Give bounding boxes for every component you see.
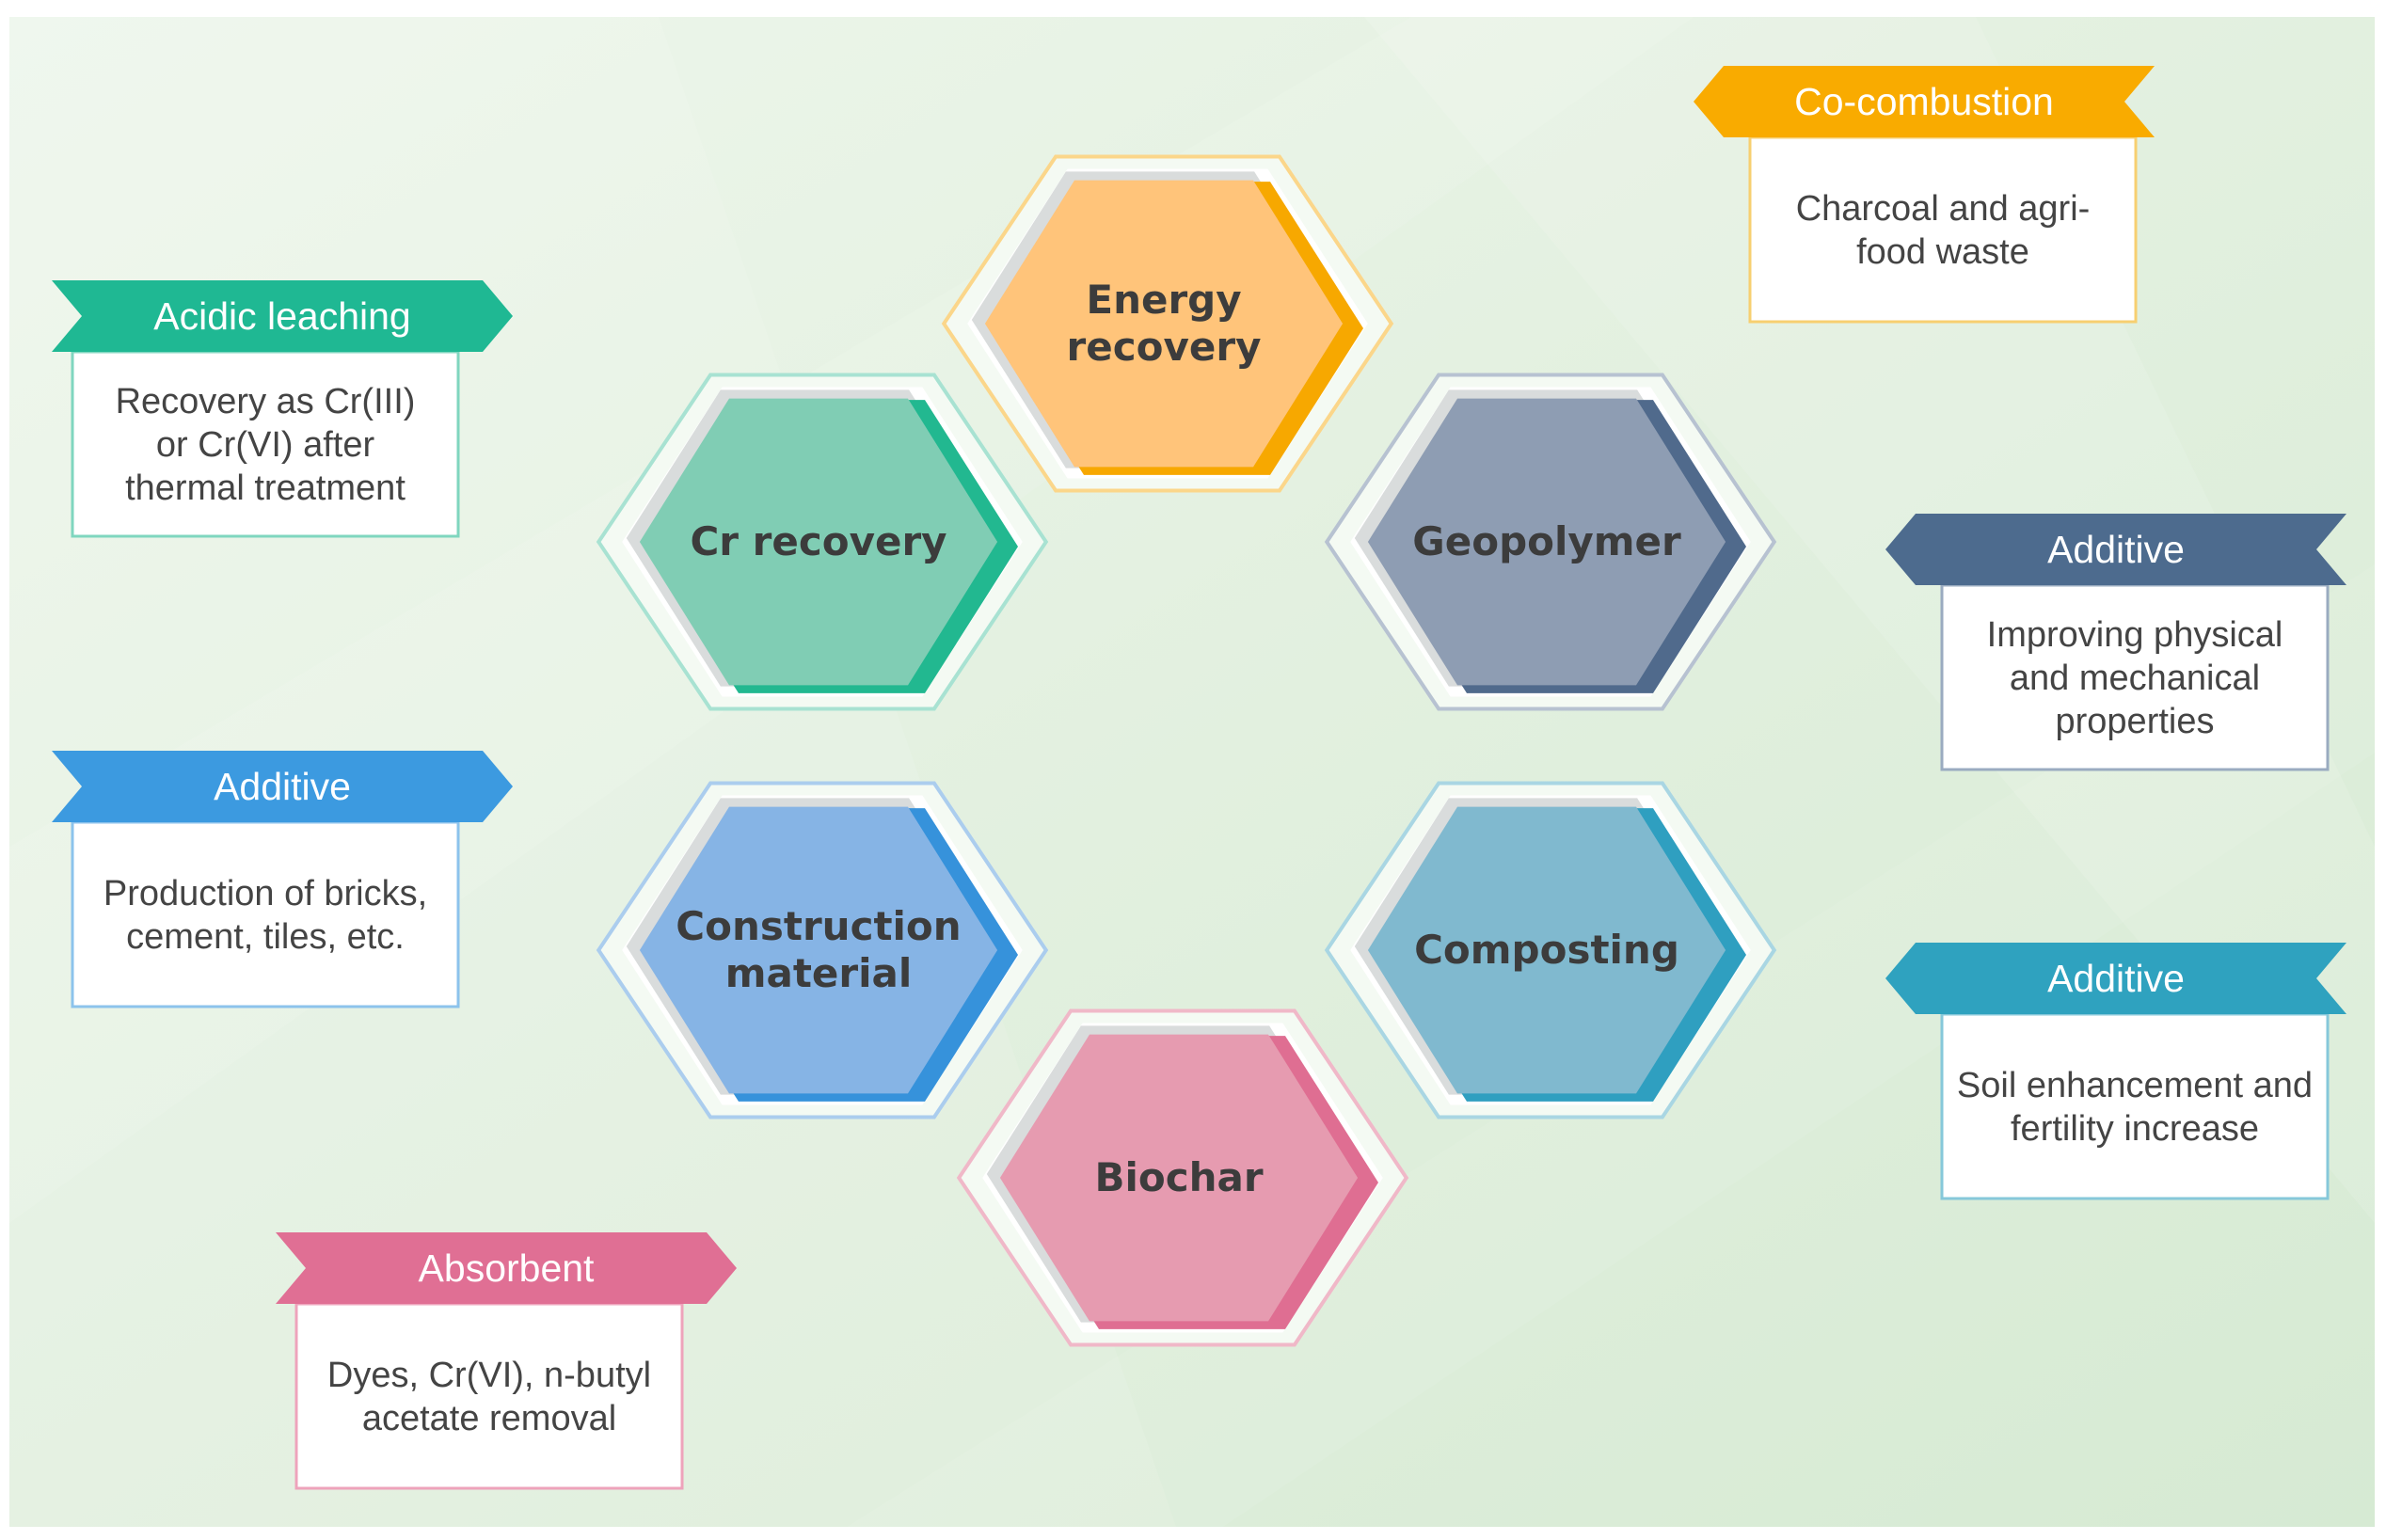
callout-box: [71, 820, 460, 1008]
hexagon-composting: Composting: [1324, 781, 1777, 1119]
callout-title: Additive: [214, 765, 351, 808]
hexagon-label: Cr recovery: [690, 518, 946, 564]
hexagon-fill: [639, 806, 998, 1094]
callout-description-line: Charcoal and agri-: [1796, 189, 2091, 229]
callout-description: Dyes, Cr(VI), n-butyl acetate removal: [327, 1356, 651, 1438]
callout-description-line: Improving physical: [1987, 615, 2283, 655]
callout-description-line: food waste: [1856, 232, 2029, 272]
callout-ribbon: [1885, 514, 2346, 585]
hexagon-label-line: recovery: [1067, 324, 1262, 370]
callout-ribbon: [276, 1232, 737, 1304]
callout-title: Co-combustion: [1794, 80, 2054, 123]
callout-ribbon: [52, 751, 513, 822]
callout-ribbon: [1694, 66, 2155, 137]
callout-title: Acidic leaching: [153, 294, 411, 338]
callout-description: Production of bricks, cement, tiles, etc.: [103, 874, 427, 957]
callout-description-line: cement, tiles, etc.: [126, 917, 405, 957]
hexagon-geopolymer: Geopolymer: [1324, 373, 1777, 711]
callout-description-line: or Cr(VI) after: [156, 425, 375, 465]
callout-description: Soil enhancement and fertility increase: [1957, 1066, 2313, 1149]
hexagon-label-line: Energy: [1086, 277, 1241, 323]
hexagon-fill: [984, 180, 1344, 468]
callout-description-line: Recovery as Cr(III): [116, 382, 416, 421]
callout-box: [294, 1302, 684, 1490]
hexagon-label-line: Cr recovery: [690, 518, 946, 564]
hexagon-fill: [1367, 806, 1726, 1094]
callout-box: [1748, 135, 2138, 324]
hexagon-fill: [639, 398, 998, 686]
callout-description-line: acetate removal: [362, 1399, 616, 1438]
hexagon-label-line: Biochar: [1094, 1154, 1263, 1200]
callout-ribbon: [1885, 943, 2346, 1014]
hexagon-label-line: Construction: [676, 903, 961, 949]
hexagon-label: Composting: [1414, 927, 1679, 973]
callout-ribbon: [52, 280, 513, 352]
background-streak: [1364, 17, 2375, 1223]
hexagon-label-line: material: [725, 950, 913, 996]
callout-title: Absorbent: [419, 1246, 596, 1290]
callout-description-line: Dyes, Cr(VI), n-butyl: [327, 1356, 651, 1395]
callout-description-line: and mechanical: [2010, 659, 2260, 698]
hexagon-cr: Cr recovery: [596, 373, 1049, 711]
callout-description: Improving physical and mechanical properti…: [1987, 615, 2283, 741]
callout-title: Additive: [2047, 528, 2185, 571]
callout-description-line: fertility increase: [2011, 1109, 2259, 1149]
hexagon-label-line: Geopolymer: [1412, 518, 1681, 564]
callout-description-line: Soil enhancement and: [1957, 1066, 2313, 1105]
callout-description-line: Production of bricks,: [103, 874, 427, 913]
hexagon-fill: [1367, 398, 1726, 686]
callout-description-line: thermal treatment: [125, 468, 406, 508]
hexagon-biochar: Biochar: [956, 1008, 1409, 1347]
callout-title: Additive: [2047, 957, 2185, 1000]
callout-box: [1940, 1012, 2330, 1200]
callout-box: [71, 350, 460, 538]
hexagon-label: Biochar: [1094, 1154, 1263, 1200]
hexagon-fill: [999, 1034, 1359, 1322]
callout-description-line: properties: [2056, 702, 2215, 741]
hexagon-label-line: Composting: [1414, 927, 1679, 973]
hexagon-label: Geopolymer: [1412, 518, 1681, 564]
callout-description: Charcoal and agri-food waste: [1796, 189, 2091, 272]
callout-box: [1940, 583, 2330, 771]
